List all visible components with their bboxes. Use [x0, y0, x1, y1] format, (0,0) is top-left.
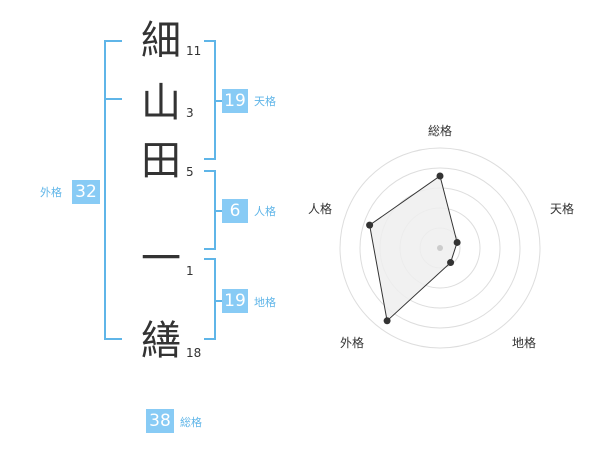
- name-char-1: 細: [141, 18, 181, 64]
- name-char-3: 田: [141, 138, 181, 184]
- radar-label-jinkaku: 人格: [307, 202, 332, 216]
- radar-label-tenkaku: 天格: [549, 202, 574, 216]
- radar-point-1: [436, 172, 444, 180]
- radar-label-soukaku: 総格: [427, 124, 452, 138]
- tenkaku-label: 天格: [254, 95, 276, 108]
- radar-grid-ring-5: [339, 147, 541, 349]
- name-char-4: 一: [141, 236, 181, 282]
- radar-point-2: [453, 238, 461, 246]
- stroke-count-4: 1: [186, 264, 194, 278]
- radar-point-4: [383, 317, 391, 325]
- radar-grid-ring-4: [359, 167, 521, 329]
- soukaku-label: 総格: [180, 416, 202, 429]
- name-char-2: 山: [141, 80, 181, 126]
- radar-label-gaikaku: 外格: [339, 336, 364, 350]
- radar-area: [369, 175, 458, 322]
- stroke-count-2: 3: [186, 106, 194, 120]
- radar-center-dot: [437, 245, 443, 251]
- chikaku-value: 19: [222, 289, 248, 313]
- radar-point-3: [447, 259, 455, 267]
- jinkaku-label: 人格: [254, 205, 276, 218]
- chikaku-label: 地格: [254, 296, 276, 309]
- stroke-count-5: 18: [186, 346, 202, 360]
- name-char-5: 繕: [141, 318, 181, 364]
- radar-label-chikaku: 地格: [511, 336, 536, 350]
- radar-point-5: [366, 221, 374, 229]
- stroke-count-3: 5: [186, 165, 194, 179]
- jinkaku-value: 6: [222, 199, 248, 223]
- soukaku-value: 38: [146, 409, 174, 433]
- gaikaku-label: 外格: [40, 186, 62, 199]
- tenkaku-value: 19: [222, 89, 248, 113]
- gaikaku-value: 32: [72, 180, 100, 204]
- stroke-count-1: 11: [186, 44, 202, 58]
